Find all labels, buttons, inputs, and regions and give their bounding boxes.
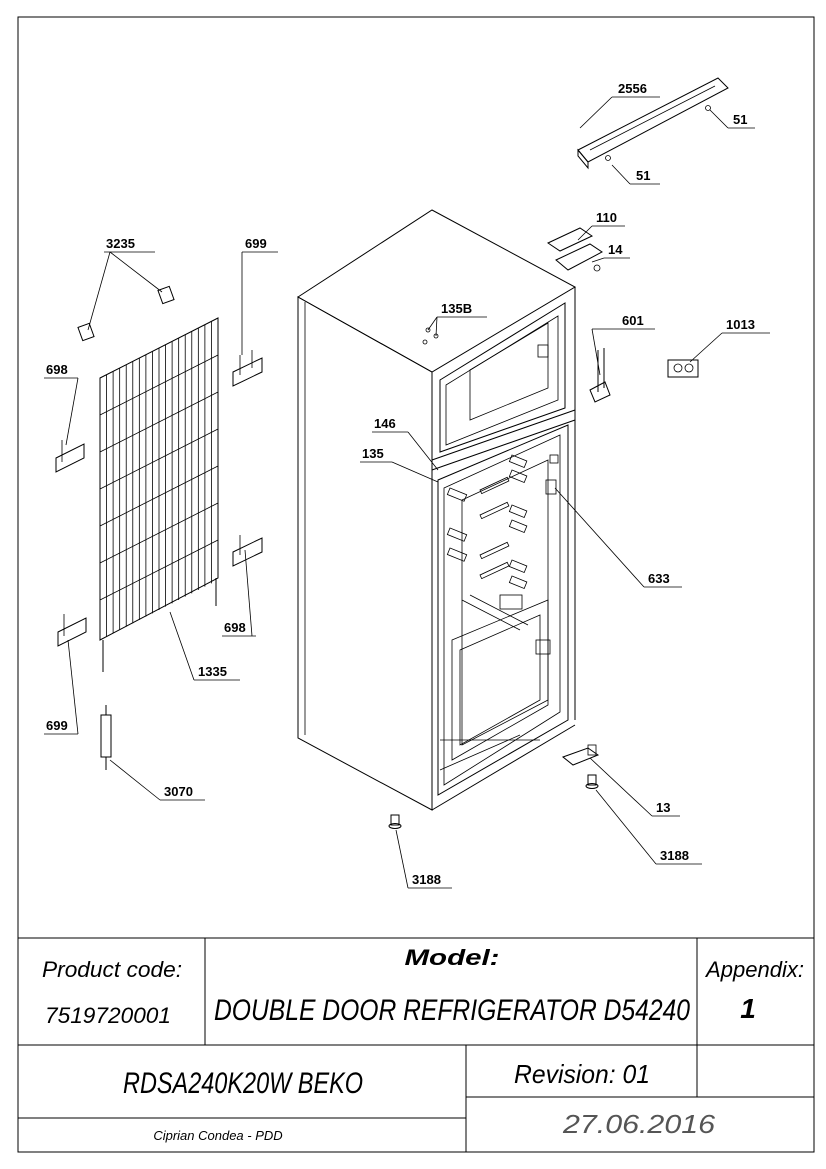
drawing-frame: [17, 16, 815, 1153]
condenser-bracket-left-lower: [57, 614, 87, 647]
callout-699-top: 699: [245, 236, 267, 251]
callout-698-right: 698: [224, 620, 246, 635]
callout-135: 135: [362, 446, 384, 461]
refrigerator-cabinet: [297, 209, 577, 811]
label-plate-part: [667, 359, 699, 378]
appendix-value: 1: [740, 993, 756, 1024]
middle-hinge-part: [589, 348, 611, 403]
callout-3070: 3070: [164, 784, 193, 799]
callout-633: 633: [648, 571, 670, 586]
model-name: DOUBLE DOOR REFRIGERATOR D54240: [214, 994, 690, 1027]
date: 27.06.2016: [562, 1109, 716, 1139]
callout-146: 146: [374, 416, 396, 431]
callout-2556: 2556: [618, 81, 647, 96]
callout-14: 14: [608, 242, 623, 257]
callout-110: 110: [596, 210, 617, 225]
leader-lines: [44, 96, 770, 889]
callout-699-bottom: 699: [46, 718, 68, 733]
callout-3188-left: 3188: [412, 872, 441, 887]
filter-drier-part: [100, 705, 112, 770]
revision: Revision: 01: [514, 1059, 650, 1089]
model-code: RDSA240K20W BEKO: [123, 1067, 363, 1100]
callout-3188-right: 3188: [660, 848, 689, 863]
model-label: Model:: [405, 945, 500, 970]
product-code-value: 7519720001: [45, 1003, 171, 1028]
condenser-bracket-top-right: [232, 350, 263, 387]
leveling-foot-part: [585, 774, 599, 789]
callout-1335: 1335: [198, 664, 227, 679]
callout-51-bottom: 51: [636, 168, 650, 183]
top-hinge-part: [546, 227, 603, 272]
callout-13: 13: [656, 800, 670, 815]
condenser-bracket-mid-right: [232, 535, 263, 567]
product-code-label: Product code:: [42, 957, 182, 982]
leveling-foot-part-2: [388, 814, 402, 829]
tube-sleeve-part: [77, 285, 175, 342]
callout-3235: 3235: [106, 236, 135, 251]
callout-1013: 1013: [726, 317, 755, 332]
callout-601: 601: [622, 313, 644, 328]
callout-labels: 2556 51 51 110 14 601 1013 135B 146 135 …: [46, 81, 755, 887]
callout-135B: 135B: [441, 301, 472, 316]
condenser-bracket-left-upper: [55, 440, 85, 473]
title-block: Product code: 7519720001 Model: DOUBLE D…: [18, 937, 814, 1152]
author: Ciprian Condea - PDD: [153, 1128, 282, 1143]
bottom-hinge-part: [561, 744, 600, 766]
top-rail-part: [577, 77, 729, 170]
callout-51-top: 51: [733, 112, 747, 127]
appendix-label: Appendix:: [704, 957, 804, 982]
condenser-coil: [99, 317, 219, 672]
callout-698-left: 698: [46, 362, 68, 377]
